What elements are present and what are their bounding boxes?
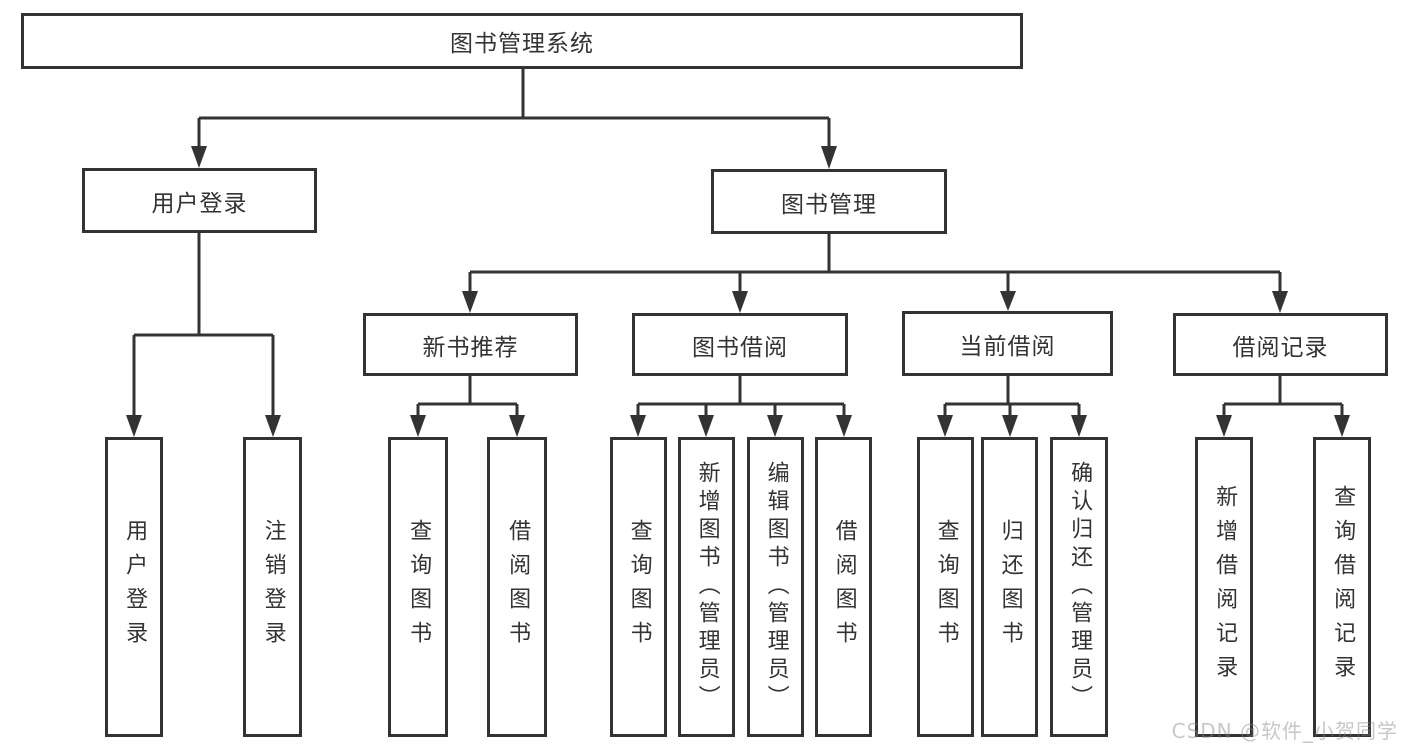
- leaf-label: 查询图书: [933, 519, 959, 655]
- node-label: 图书管理: [781, 191, 877, 218]
- leaf-label: 用户登录: [122, 519, 148, 655]
- leaf-label: 新增借阅记录: [1212, 485, 1238, 689]
- node-label: 新书推荐: [422, 334, 519, 361]
- node-label: 用户登录: [151, 190, 248, 217]
- leaf-user-login: 用户登录: [105, 437, 163, 737]
- node-current-borrowing: 当前借阅: [902, 311, 1113, 376]
- connector-user-login-to-leaves: [126, 233, 281, 437]
- leaf-label: 确认归还（管理员）: [1067, 461, 1093, 713]
- leaf-label: 借阅图书: [831, 519, 857, 655]
- node-user-login: 用户登录: [82, 168, 317, 233]
- node-library-system: 图书管理系统: [21, 13, 1023, 69]
- leaf-query-borrow-record: 查询借阅记录: [1313, 437, 1371, 737]
- node-book-management: 图书管理: [711, 169, 947, 234]
- leaf-return-books: 归还图书: [981, 437, 1038, 737]
- leaf-edit-book-admin: 编辑图书（管理员）: [747, 437, 804, 737]
- node-label: 当前借阅: [959, 333, 1056, 360]
- leaf-label: 查询图书: [626, 519, 652, 655]
- leaf-query-books-borrowing: 查询图书: [610, 437, 667, 737]
- connector-book-borrowing-to-leaves: [630, 376, 852, 437]
- leaf-confirm-return-admin: 确认归还（管理员）: [1050, 437, 1108, 737]
- leaf-add-borrow-record: 新增借阅记录: [1195, 437, 1253, 737]
- leaf-label: 归还图书: [997, 519, 1023, 655]
- connector-root-to-level2: [191, 69, 837, 169]
- leaf-borrow-books-borrowing: 借阅图书: [815, 437, 872, 737]
- leaf-label: 新增图书（管理员）: [694, 461, 720, 713]
- node-borrowing-records: 借阅记录: [1173, 313, 1388, 376]
- connector-book-management-to-level3: [462, 234, 1288, 313]
- node-label: 图书管理系统: [450, 31, 594, 57]
- connector-new-book-recommend-to-leaves: [410, 376, 525, 437]
- leaf-logout: 注销登录: [243, 437, 302, 737]
- leaf-label: 注销登录: [260, 519, 286, 655]
- leaf-label: 借阅图书: [505, 519, 531, 655]
- node-new-book-recommend: 新书推荐: [363, 313, 578, 376]
- connector-borrowing-records-to-leaves: [1216, 376, 1350, 437]
- node-label: 图书借阅: [692, 334, 788, 361]
- leaf-add-book-admin: 新增图书（管理员）: [678, 437, 735, 737]
- leaf-label: 编辑图书（管理员）: [763, 461, 789, 713]
- node-book-borrowing: 图书借阅: [632, 313, 848, 376]
- leaf-label: 查询图书: [406, 519, 432, 655]
- node-label: 借阅记录: [1232, 334, 1329, 361]
- leaf-query-books-current: 查询图书: [917, 437, 974, 737]
- leaf-label: 查询借阅记录: [1330, 485, 1356, 689]
- leaf-query-books-recommend: 查询图书: [388, 437, 448, 737]
- connector-current-borrowing-to-leaves: [937, 376, 1087, 437]
- leaf-borrow-books-recommend: 借阅图书: [487, 437, 547, 737]
